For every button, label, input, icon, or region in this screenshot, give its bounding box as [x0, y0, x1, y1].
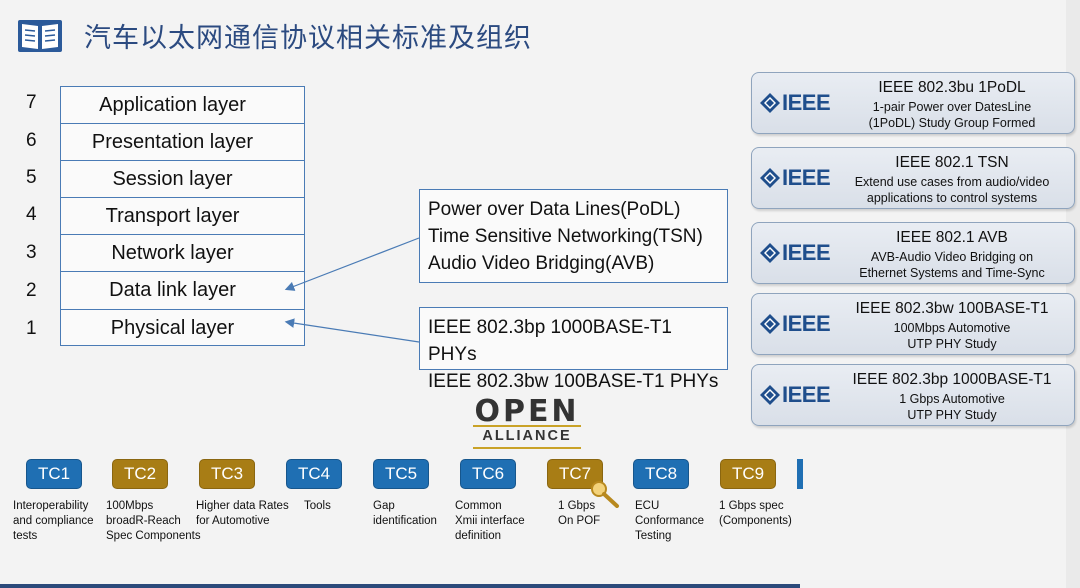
pen-icon — [591, 481, 619, 508]
osi-layer-presentation: Presentation layer — [61, 124, 304, 162]
ieee-card-title: IEEE 802.3bp 1000BASE-T1 — [852, 371, 1052, 388]
tc-badge: TC7 — [547, 459, 603, 489]
logo-line — [473, 425, 581, 427]
ieee-card-desc: 1-pair Power over DatesLine(1PoDL) Study… — [868, 100, 1036, 130]
open-alliance-alliance-text: ALLIANCE — [482, 428, 572, 444]
ieee-logo: IEEE — [760, 382, 838, 408]
tc-description: Common Xmii interface definition — [455, 500, 525, 542]
osi-layer-physical: Physical layer — [110, 316, 235, 339]
ieee-logo: IEEE — [760, 90, 838, 116]
tc-description: ECU Conformance Testing — [635, 500, 705, 542]
standard-line: IEEE 802.3bw 100BASE-T1 PHYs — [428, 371, 719, 392]
tc-badge: TC2 — [112, 459, 168, 489]
tc-description: 100Mbps broadR-Reach Spec Components — [106, 500, 201, 542]
ieee-logo-text: IEEE — [782, 382, 831, 407]
ieee-card-title: IEEE 802.1 AVB — [896, 229, 1008, 246]
standard-line: Time Sensitive Networking(TSN) — [428, 226, 703, 247]
tc-badge: TC5 — [373, 459, 429, 489]
layer-number: 6 — [26, 130, 37, 151]
osi-layer-application: Application layer — [61, 87, 304, 125]
ieee-card-title: IEEE 802.3bw 100BASE-T1 — [855, 300, 1049, 317]
tc-badge: TC9 — [720, 459, 776, 489]
open-alliance-logo: OPEN ALLIANCE — [465, 394, 589, 452]
ieee-card-title: IEEE 802.3bu 1PoDL — [878, 79, 1026, 96]
tc-badge: TC6 — [460, 459, 516, 489]
ieee-card-title: IEEE 802.1 TSN — [895, 154, 1009, 171]
layer-number: 5 — [26, 167, 37, 188]
ieee-diamond-icon — [760, 243, 780, 263]
tc-badge-partial — [797, 459, 803, 489]
page-title: 汽车以太网通信协议相关标准及组织 — [84, 23, 532, 54]
ieee-card: IEEE IEEE 802.3bp 1000BASE-T1 1 Gbps Aut… — [751, 364, 1075, 426]
physical-arrow — [284, 318, 420, 343]
ieee-logo-text: IEEE — [782, 240, 831, 265]
ieee-diamond-icon — [760, 168, 780, 188]
osi-layer-stack: Application layer Presentation layer Ses… — [60, 86, 305, 346]
osi-layer-datalink: Data link layer — [61, 272, 304, 310]
layer-number: 4 — [26, 204, 37, 225]
tc-description: 1 Gbps On POF — [558, 500, 601, 527]
tc-description: Higher data Rates for Automotive — [196, 500, 289, 527]
bottom-accent-bar — [0, 584, 800, 588]
tc-badge: TC3 — [199, 459, 255, 489]
tc-badge: TC1 — [26, 459, 82, 489]
tc-description: Gap identification — [373, 500, 437, 527]
ieee-card: IEEE IEEE 802.1 TSN Extend use cases fro… — [751, 147, 1075, 209]
standard-line: Power over Data Lines(PoDL) — [428, 199, 681, 220]
ieee-logo-text: IEEE — [782, 165, 831, 190]
osi-layer-transport: Transport layer — [61, 198, 304, 236]
standard-line: IEEE 802.3bp 1000BASE-T1 PHYs — [428, 317, 672, 365]
ieee-card: IEEE IEEE 802.1 AVB AVB-Audio Video Brid… — [751, 222, 1075, 284]
datalink-arrow — [284, 237, 420, 291]
osi-layer-network: Network layer — [61, 235, 304, 273]
ieee-diamond-icon — [760, 385, 780, 405]
tc-description: Interoperability and compliance tests — [13, 500, 94, 542]
standard-line: Audio Video Bridging(AVB) — [428, 253, 655, 274]
tc-badge: TC8 — [633, 459, 689, 489]
tc-description: Tools — [304, 500, 331, 512]
layer-number: 2 — [26, 280, 37, 301]
logo-line — [473, 447, 581, 449]
ieee-diamond-icon — [760, 93, 780, 113]
ieee-logo: IEEE — [760, 311, 838, 337]
ieee-logo: IEEE — [760, 165, 838, 191]
tc-badge: TC4 — [286, 459, 342, 489]
tc-description: 1 Gbps spec (Components) — [719, 500, 792, 527]
osi-layer-session: Session layer — [61, 161, 304, 199]
layer-number: 1 — [26, 318, 37, 339]
ieee-diamond-icon — [760, 314, 780, 334]
ieee-card: IEEE IEEE 802.3bu 1PoDL 1-pair Power ove… — [751, 72, 1075, 134]
open-alliance-open-text: OPEN — [474, 394, 580, 429]
datalink-standards-box: Power over Data Lines(PoDL) Time Sensiti… — [419, 189, 728, 283]
layer-number: 3 — [26, 242, 37, 263]
ieee-card: IEEE IEEE 802.3bw 100BASE-T1 100Mbps Aut… — [751, 293, 1075, 355]
ieee-logo: IEEE — [760, 240, 838, 266]
layer-number: 7 — [26, 92, 37, 113]
book-icon — [18, 20, 62, 52]
ieee-logo-text: IEEE — [782, 311, 831, 336]
ieee-logo-text: IEEE — [782, 90, 831, 115]
physical-standards-box: IEEE 802.3bp 1000BASE-T1 PHYs IEEE 802.3… — [419, 307, 728, 392]
